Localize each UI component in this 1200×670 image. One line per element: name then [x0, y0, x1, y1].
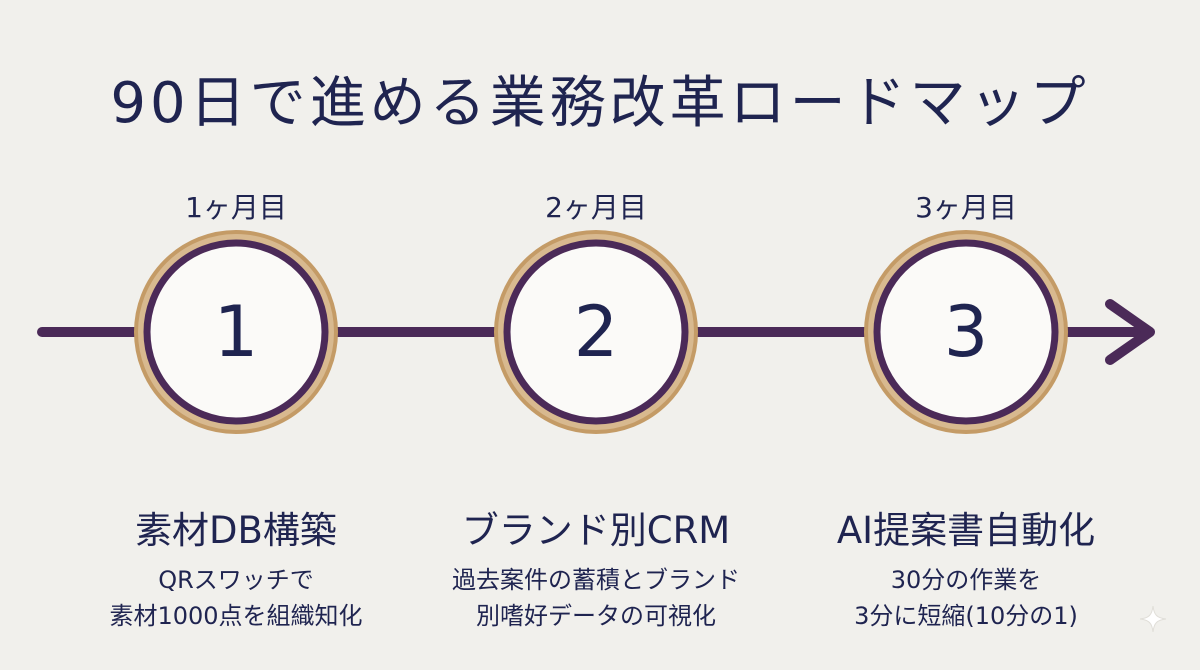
step-number-1: 1 — [213, 291, 259, 373]
month-label-2: 2ヶ月目 — [545, 191, 647, 224]
arrow-right-icon — [1105, 299, 1155, 365]
step-title-3: AI提案書自動化 — [836, 509, 1096, 552]
step-number-3: 3 — [943, 291, 989, 373]
step-node-3 — [864, 230, 1068, 434]
step-description-line: 過去案件の蓄積とブランド — [452, 566, 740, 594]
sparkle-icon — [1139, 605, 1167, 633]
step-title-2: ブランド別CRM — [461, 509, 731, 552]
step-node-2 — [494, 230, 698, 434]
step-node-1 — [134, 230, 338, 434]
step-description-line: QRスワッチで — [158, 566, 314, 594]
step-description-line: 30分の作業を — [890, 566, 1042, 594]
step-description-2: 過去案件の蓄積とブランド 別嗜好データの可視化 — [406, 562, 786, 634]
month-label-1: 1ヶ月目 — [185, 191, 287, 224]
page-title: 90日で進める業務改革ロードマップ — [110, 71, 1090, 136]
step-description-line: 素材1000点を組織知化 — [109, 602, 363, 630]
step-description-line: 3分に短縮(10分の1) — [854, 602, 1078, 630]
step-number-2: 2 — [573, 291, 619, 373]
step-description-line: 別嗜好データの可視化 — [476, 602, 716, 630]
step-description-3: 30分の作業を 3分に短縮(10分の1) — [776, 562, 1156, 634]
month-label-3: 3ヶ月目 — [915, 191, 1017, 224]
step-ring-inner-3 — [873, 239, 1059, 425]
step-description-1: QRスワッチで 素材1000点を組織知化 — [46, 562, 426, 634]
step-title-1: 素材DB構築 — [135, 509, 337, 552]
step-ring-inner-1 — [143, 239, 329, 425]
step-ring-inner-2 — [503, 239, 689, 425]
